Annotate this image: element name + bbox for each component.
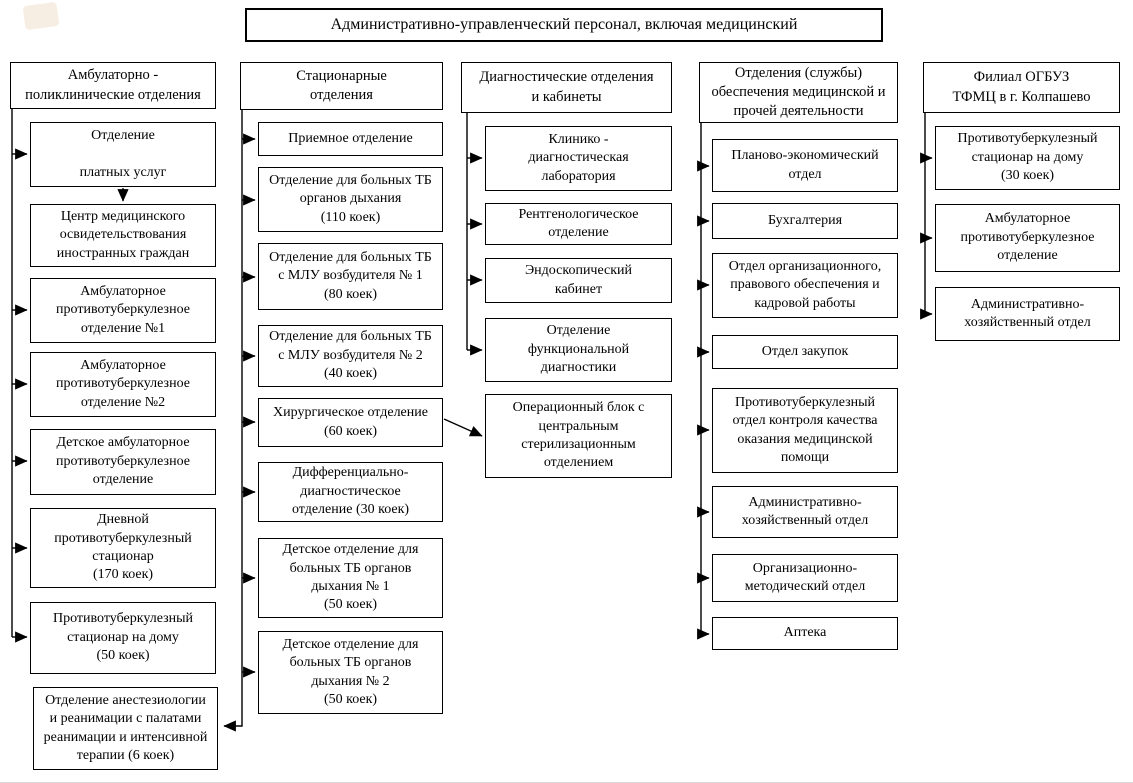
org-box-outpatient-tb-1: Амбулаторное противотуберкулезное отделе… — [30, 278, 216, 343]
org-box-mdr-tb-2: Отделение для больных ТБ с МЛУ возбудите… — [258, 325, 443, 387]
org-box-branch-outpatient: Амбулаторное противотуберкулезное отделе… — [935, 204, 1120, 272]
org-box-anesthesiology: Отделение анестезиологии и реанимации с … — [33, 687, 218, 770]
org-box-accounting: Бухгалтерия — [712, 203, 898, 239]
column-header-branch: Филиал ОГБУЗ ТФМЦ в г. Колпашево — [923, 62, 1120, 113]
org-box-outpatient-tb-2: Амбулаторное противотуберкулезное отделе… — [30, 352, 216, 417]
org-box-mdr-tb-1: Отделение для больных ТБ с МЛУ возбудите… — [258, 243, 443, 310]
org-box-admin-household: Административно- хозяйственный отдел — [712, 486, 898, 538]
org-box-children-tb-1: Детское отделение для больных ТБ органов… — [258, 538, 443, 618]
org-box-children-outpatient-tb: Детское амбулаторное противотуберкулезно… — [30, 429, 216, 495]
org-box-surgery: Хирургическое отделение (60 коек) — [258, 398, 443, 447]
org-box-branch-admin: Административно- хозяйственный отдел — [935, 287, 1120, 341]
org-box-procurement: Отдел закупок — [712, 335, 898, 369]
org-box-differential-diagnostic: Дифференциально- диагностическое отделен… — [258, 462, 443, 522]
org-box-day-hospital: Дневной противотуберкулезный стационар (… — [30, 508, 216, 588]
org-box-functional-diagnostics: Отделение функциональной диагностики — [485, 318, 672, 382]
org-box-operating-block: Операционный блок с центральным стерилиз… — [485, 394, 672, 478]
column-header-inpatient: Стационарные отделения — [240, 62, 443, 110]
column-header-outpatient: Амбулаторно - поликлинические отделения — [10, 62, 216, 109]
org-box-home-hospital: Противотуберкулезный стационар на дому (… — [30, 602, 216, 674]
org-box-branch-home-hospital: Противотуберкулезный стационар на дому (… — [935, 126, 1120, 190]
org-box-quality-control: Противотуберкулезный отдел контроля каче… — [712, 388, 898, 473]
org-box-paid-services: Отделение платных услуг — [30, 122, 216, 187]
column-header-diagnostic: Диагностические отделения и кабинеты — [461, 62, 672, 113]
org-box-org-methodical: Организационно- методический отдел — [712, 554, 898, 602]
column-header-support: Отделения (службы) обеспечения медицинск… — [699, 62, 898, 123]
org-box-legal-hr: Отдел организационного, правового обеспе… — [712, 253, 898, 318]
org-box-admission: Приемное отделение — [258, 122, 443, 156]
org-box-pharmacy: Аптека — [712, 617, 898, 650]
org-box-medical-examination-center: Центр медицинского освидетельствования и… — [30, 204, 216, 267]
org-box-tb-respiratory: Отделение для больных ТБ органов дыхания… — [258, 167, 443, 232]
org-box-clinical-lab: Клинико - диагностическая лаборатория — [485, 126, 672, 191]
chart-title: Административно-управленческий персонал,… — [245, 8, 883, 42]
org-box-planning-economic: Планово-экономический отдел — [712, 139, 898, 192]
org-box-xray: Рентгенологическое отделение — [485, 203, 672, 245]
org-box-endoscopy: Эндоскопический кабинет — [485, 258, 672, 303]
org-box-children-tb-2: Детское отделение для больных ТБ органов… — [258, 631, 443, 714]
